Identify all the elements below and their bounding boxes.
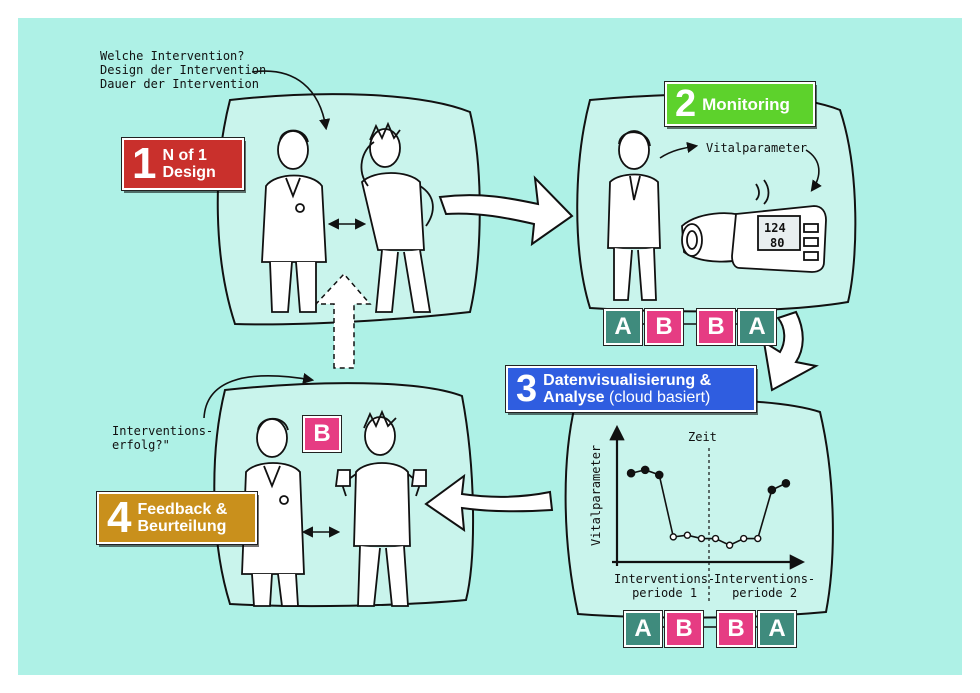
patient-thumbs-up-figure <box>334 409 427 607</box>
arrow-questions-to-panel <box>251 70 331 131</box>
arrow-feedback-to-design <box>314 272 372 369</box>
chart-point <box>781 478 791 488</box>
chart-point <box>739 534 748 543</box>
chart-point <box>654 470 664 480</box>
arrow-success-to-tag <box>203 372 315 419</box>
step3-number: 3 <box>516 368 538 410</box>
monitoring-tag-2: B <box>644 308 684 346</box>
step4-line2: Beurteilung <box>137 518 227 535</box>
step1-line2: Design <box>162 164 216 181</box>
arrow-vital-to-device <box>805 149 822 192</box>
monitoring-tag-1: A <box>603 308 643 346</box>
step3-note: (cloud basiert) <box>608 389 711 406</box>
feedback-tag: B <box>302 415 342 453</box>
analysis-tag-1: A <box>623 610 663 648</box>
chart-point <box>767 485 777 495</box>
arrow-design-to-monitoring <box>438 175 574 247</box>
step1-label: 1 N of 1 Design <box>121 137 245 191</box>
chart-period-1-label: Interventions- periode 1 <box>614 572 716 600</box>
step4-line1: Feedback & <box>137 501 228 518</box>
monitoring-tag-3: B <box>696 308 736 346</box>
person-figure <box>607 130 661 301</box>
step3-line2: Analyse <box>543 389 605 406</box>
analysis-tag-3: B <box>716 610 756 648</box>
step1-line1: N of 1 <box>162 147 207 164</box>
chart-point <box>725 541 734 549</box>
analysis-tag-4: A <box>757 610 797 648</box>
step1-number: 1 <box>132 139 157 188</box>
doctor-figure <box>261 129 327 313</box>
chart-point <box>669 533 678 541</box>
arrow-monitoring-to-analysis <box>762 310 819 392</box>
blood-pressure-monitor <box>681 179 827 273</box>
doctor-figure-feedback <box>241 417 305 607</box>
step1-text: N of 1 Design <box>162 147 215 181</box>
step2-number: 2 <box>675 83 697 125</box>
chart-point <box>697 534 706 543</box>
step4-number: 4 <box>107 493 132 542</box>
chart-point <box>640 465 650 475</box>
chart-point <box>683 531 692 539</box>
monitoring-tag-4: A <box>737 308 777 346</box>
arrow-person-to-vital <box>659 141 699 159</box>
step3-line1: Datenvisualisierung & <box>543 372 712 389</box>
step4-label: 4 Feedback & Beurteilung <box>96 491 258 545</box>
chart-point <box>754 534 762 543</box>
vital-parameter-note: Vitalparameter <box>706 141 808 155</box>
intervention-success-note: Interventions- erfolg?" <box>112 424 214 452</box>
intervention-questions-note: Welche Intervention? Design der Interven… <box>100 49 267 91</box>
patient-figure <box>360 121 434 313</box>
chart-period-2-label: Interventions- periode 2 <box>714 572 816 600</box>
step3-text: Datenvisualisierung & Analyse (cloud bas… <box>543 372 711 406</box>
analysis-tag-2: B <box>664 610 704 648</box>
step3-label: 3 Datenvisualisierung & Analyse (cloud b… <box>505 365 757 413</box>
chart-point <box>626 468 636 478</box>
chart-y-label: Vitalparameter <box>589 444 603 546</box>
step2-title: Monitoring <box>702 94 790 114</box>
chart-x-label: Zeit <box>688 430 717 444</box>
device-reading-1: 124 <box>764 221 786 235</box>
chart-point <box>711 534 720 543</box>
step4-text: Feedback & Beurteilung <box>137 501 227 535</box>
step2-label: 2 Monitoring <box>664 81 816 127</box>
device-reading-2: 80 <box>770 236 784 250</box>
arrow-analysis-to-feedback <box>424 473 554 533</box>
